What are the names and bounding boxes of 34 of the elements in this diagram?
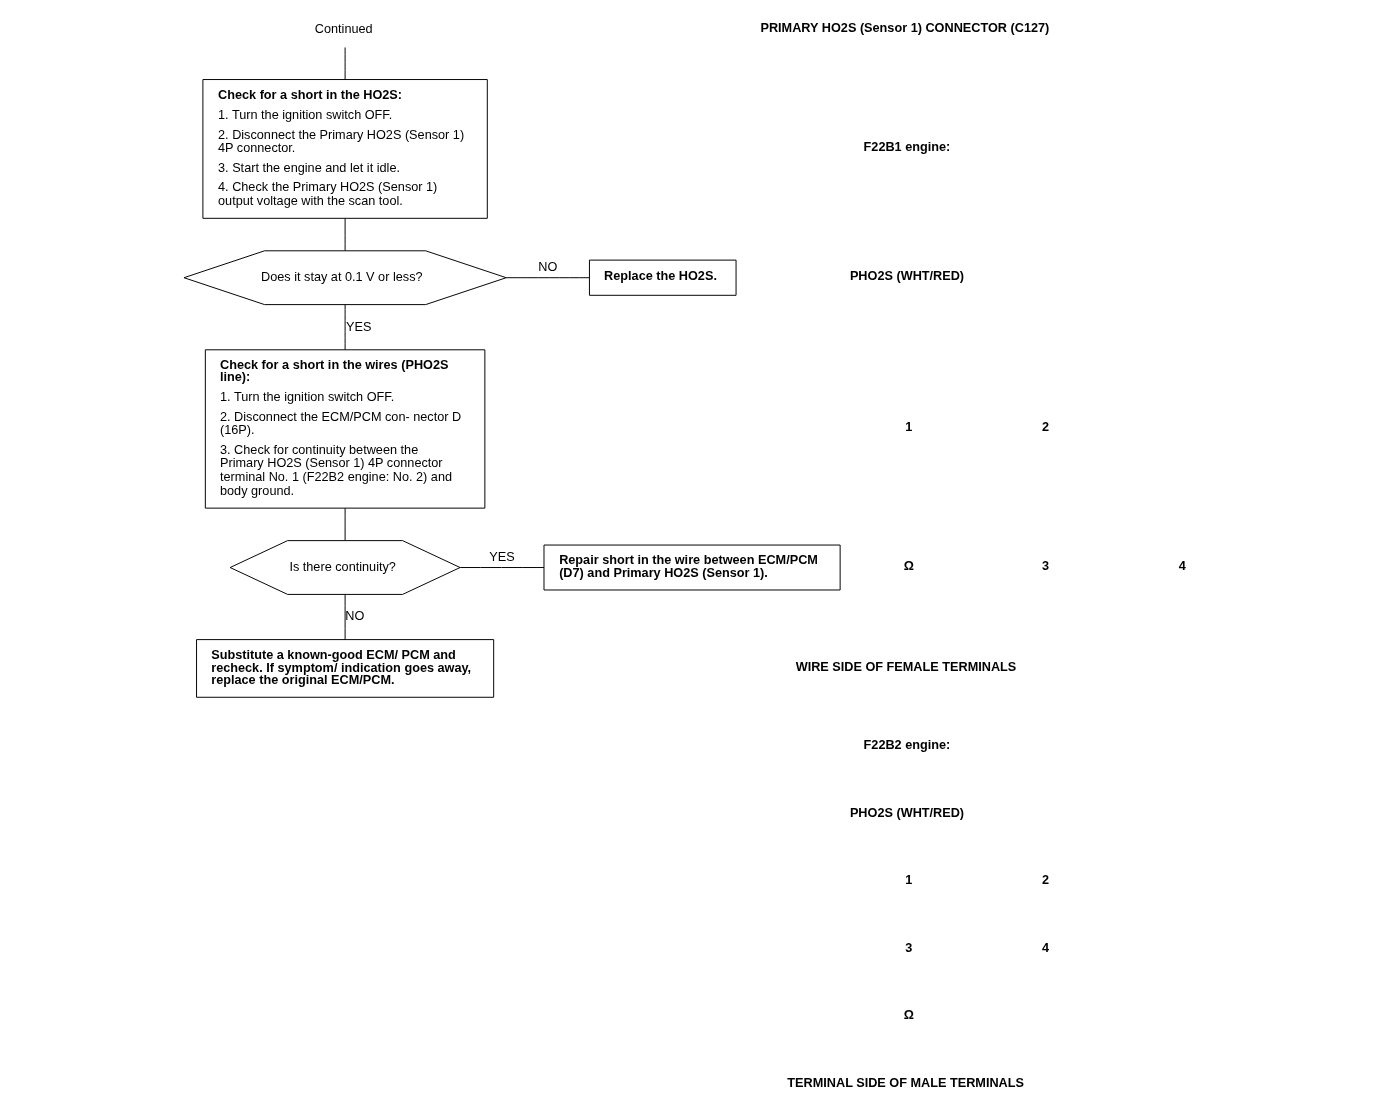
connector bbox=[459, 567, 544, 568]
connector bbox=[505, 277, 590, 279]
label: F22B1 engine: bbox=[863, 140, 950, 155]
node-text: Continued bbox=[314, 22, 373, 37]
node-box: Repair short in the wire between ECM/PCM (D7) and Primary HO2S (Sensor 1). bbox=[543, 544, 841, 591]
edge-label: YES bbox=[345, 319, 371, 334]
label: 2 bbox=[1041, 420, 1049, 435]
edge-label: NO bbox=[344, 609, 364, 624]
node-box: Substitute a known-good ECM/ PCM and recheck. If symptom/ indication goes away, replace the original ECM/PCM. bbox=[195, 639, 494, 698]
label: F22B2 engine: bbox=[863, 738, 950, 753]
label: WIRE SIDE OF FEMALE TERMINALS bbox=[795, 659, 1016, 674]
connector bbox=[344, 47, 346, 80]
label: PRIMARY HO2S (Sensor 1) CONNECTOR (C127) bbox=[759, 21, 1049, 36]
label: PHO2S (WHT/RED) bbox=[849, 269, 964, 284]
edge-label: NO bbox=[537, 260, 557, 275]
connector bbox=[344, 594, 346, 641]
label: TERMINAL SIDE OF MALE TERMINALS bbox=[786, 1075, 1024, 1090]
node-box: Check for a short in the HO2S: 1. Turn the ignition switch OFF. 2. Disconnect the Primary HO2S (Sensor 1) 4P connector. 3. Start the engine and let it idle. 4. Check the Primary HO2S (Sensor 1) output voltage with the scan tool. bbox=[201, 79, 488, 219]
label: 4 bbox=[1041, 940, 1049, 955]
node-box: Check for a short in the wires (PHO2S line): 1. Turn the ignition switch OFF. 2. Disconnect the ECM/PCM con- nector D (16P). 3. Check for continuity between the Primary HO2S (Sensor 1) 4P connector terminal No. 1 (F22B2 engine: No. 2) and body ground. bbox=[204, 349, 485, 509]
label: 2 bbox=[1041, 873, 1049, 888]
label: Ω bbox=[903, 558, 914, 573]
label: 3 bbox=[904, 940, 912, 955]
node-box: Replace the HO2S. bbox=[588, 259, 737, 296]
connector bbox=[344, 304, 346, 351]
label: 3 bbox=[1041, 558, 1049, 573]
label: 1 bbox=[904, 873, 912, 888]
connector bbox=[344, 218, 346, 252]
label: Ω bbox=[903, 1008, 914, 1023]
label: PHO2S (WHT/RED) bbox=[849, 805, 964, 820]
connector bbox=[344, 507, 346, 541]
label: 4 bbox=[1178, 558, 1186, 573]
edge-label: YES bbox=[488, 550, 515, 565]
label: 1 bbox=[904, 420, 912, 435]
